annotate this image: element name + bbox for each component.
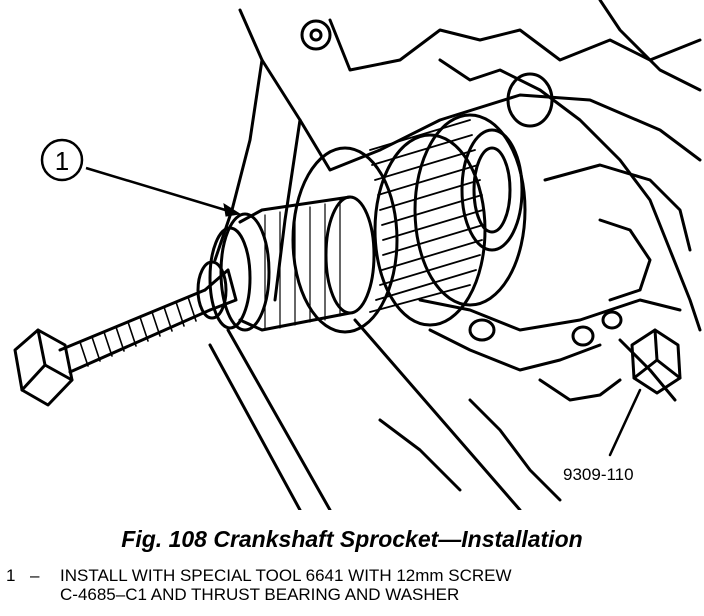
callout-1: 1 — [40, 138, 242, 217]
crankshaft-sprocket-illustration: 1 9309-110 — [13, 0, 702, 510]
callout-leader — [85, 166, 233, 214]
callout-number: 1 — [55, 146, 69, 176]
callout-circle — [40, 138, 84, 182]
engine-block — [213, 0, 702, 502]
special-tool-6641 — [196, 195, 376, 332]
legend-item-line1: INSTALL WITH SPECIAL TOOL 6641 WITH 12mm… — [60, 566, 512, 585]
oil-pan-rails — [208, 318, 522, 510]
tool-knurling — [264, 199, 341, 331]
figure-caption: Fig. 108 Crankshaft Sprocket—Installatio… — [121, 526, 583, 552]
figure-code-leader — [608, 388, 642, 457]
legend-item-text: INSTALL WITH SPECIAL TOOL 6641 WITH 12mm… — [60, 566, 700, 604]
screw-c-4685-c1 — [13, 268, 238, 407]
legend-item-line2: C-4685–C1 AND THRUST BEARING AND WASHER — [60, 585, 460, 604]
bolt — [630, 328, 682, 395]
legend-item-number: 1 — [6, 566, 16, 585]
legend-item-dash: – — [30, 566, 40, 585]
crankshaft-sprocket — [291, 113, 527, 334]
sprocket-teeth — [369, 119, 484, 313]
callout-arrowhead — [223, 202, 242, 217]
screw-threads — [79, 296, 197, 367]
figure-code: 9309-110 — [563, 465, 634, 484]
